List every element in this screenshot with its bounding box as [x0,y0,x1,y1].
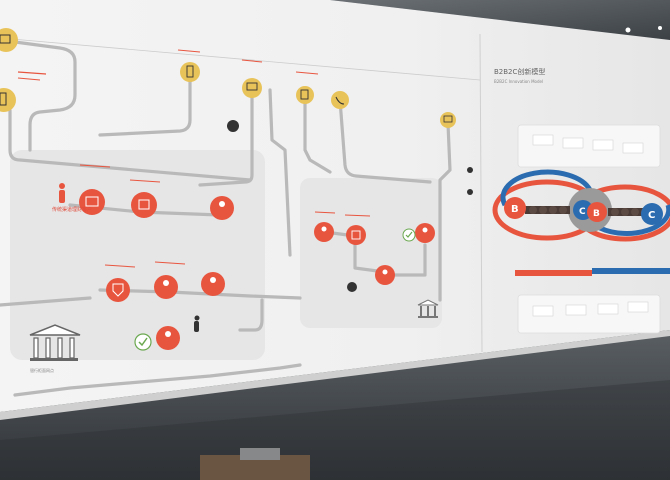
mobile-icon [180,62,200,82]
document-icon [296,86,314,104]
floor [0,330,670,480]
dot-icon [467,189,473,195]
phone-icon [331,91,349,109]
b2b2c-diagram [492,169,670,242]
monitor-icon [242,78,262,98]
ceiling-light [625,27,631,33]
node-c-right [641,203,663,225]
person-icon [156,326,180,350]
bank-icon [29,324,81,361]
check-icon [402,228,416,242]
node-c-left-label: C [579,207,586,217]
mobile-icon [0,88,16,112]
bank-label: 银行柜面网点 [30,367,54,373]
bar-blue [592,268,670,274]
glass-reflection [0,380,670,480]
person-icon [154,275,178,299]
bar-red [515,270,592,276]
info-box-bottom [517,294,661,334]
node-b-left [504,197,526,219]
money-icon [79,189,105,215]
lock-icon [227,120,239,132]
flow-tracks [0,38,452,397]
person-icon [415,223,435,243]
person-icon [375,265,395,285]
panel-title: B2B2C创新模型 [494,67,545,76]
box-lid [240,448,280,460]
node-b-left-label: B [511,204,519,215]
monitor-icon [0,28,18,52]
shield-icon [106,278,130,302]
person-icon [210,196,234,220]
document-icon [346,225,366,245]
money-icon [131,192,157,218]
person-icon [201,272,225,296]
gold-nodes [0,28,456,128]
check-icon [134,333,152,351]
ceiling-light [658,26,662,30]
person-icon [314,222,334,242]
node-c-right-label: C [648,210,655,221]
panel-divider [479,33,483,353]
person-figure [59,183,65,203]
zone-left [10,150,265,360]
customer-label: 传统渠道理财客户 [52,206,92,213]
bank-icon [417,299,439,318]
red-nodes [79,189,435,350]
person-figure [194,315,200,332]
monitor-icon [440,112,456,128]
panel-subtitle: B2B2C Innovation Model [494,79,543,84]
person-icon [347,282,357,292]
node-b-right-label: B [593,209,600,219]
info-box-top [517,124,661,168]
node-b-right [587,202,607,222]
caption-marks [17,49,371,268]
header-rule [0,37,481,81]
wall-edge [0,330,670,420]
dot-icon [467,167,473,173]
zone-right [300,178,442,328]
